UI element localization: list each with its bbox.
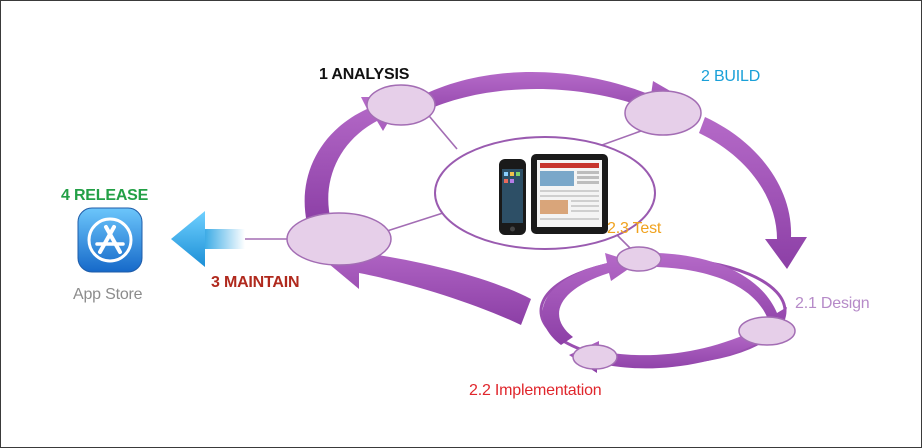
label-test: 2.3 Test <box>607 220 662 237</box>
nodes <box>286 84 796 370</box>
label-app-store: App Store <box>73 286 143 303</box>
label-analysis: 1 ANALYSIS <box>319 66 410 83</box>
arrow-build-to-design <box>699 117 807 269</box>
arrow-back-to-maintain <box>323 239 531 325</box>
node-test <box>616 246 662 272</box>
node-build <box>624 90 702 136</box>
label-implementation: 2.2 Implementation <box>469 382 601 399</box>
label-release: 4 RELEASE <box>61 187 149 204</box>
node-maintain <box>286 212 392 266</box>
app-store-icon <box>77 207 143 273</box>
label-maintain: 3 MAINTAIN <box>211 274 299 291</box>
left-arrow-icon <box>171 211 245 267</box>
label-build: 2 BUILD <box>701 68 760 85</box>
node-design <box>738 316 796 346</box>
arrow-analysis-to-build <box>419 71 691 123</box>
label-design: 2.1 Design <box>795 295 870 312</box>
node-implementation <box>572 344 618 370</box>
devices-image <box>499 154 608 235</box>
arrow-implementation-to-test <box>542 253 637 345</box>
arrow-design-to-implementation <box>569 331 763 373</box>
node-analysis <box>366 84 436 126</box>
